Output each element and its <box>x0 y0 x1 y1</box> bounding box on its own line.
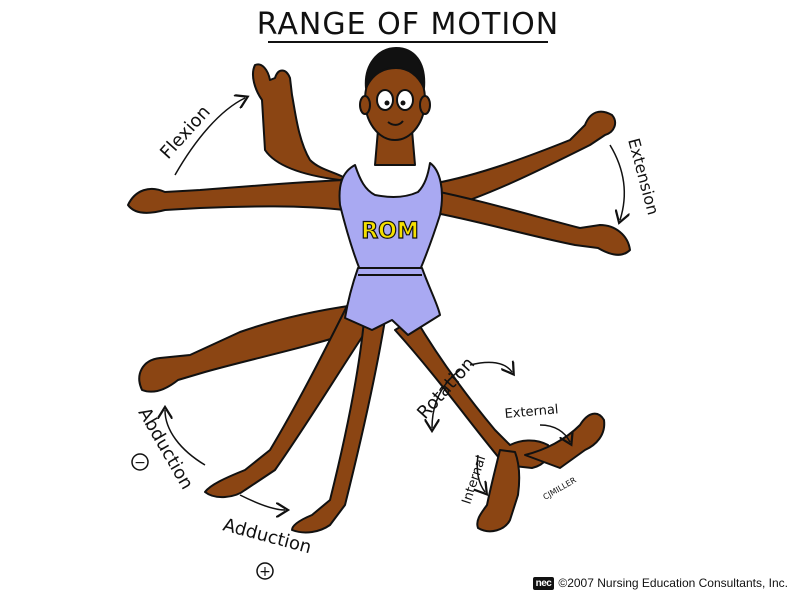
hair <box>364 47 426 89</box>
internal-arrow <box>477 454 485 492</box>
adduction-sign: + <box>259 564 271 580</box>
left-eye <box>376 89 394 111</box>
flexion-label: Flexion <box>156 102 215 164</box>
tank-top <box>338 162 443 271</box>
left-leg-adduction <box>291 309 386 534</box>
abduction-arrow <box>165 410 206 466</box>
right-foot-internal <box>476 449 521 533</box>
left-pupil <box>384 100 390 106</box>
adduction-arrow <box>239 494 285 510</box>
external-arrow <box>539 424 570 442</box>
shorts <box>344 267 441 336</box>
rotation-arrow-right <box>469 362 512 372</box>
internal-label: Internal <box>460 454 490 506</box>
left-arm-raised <box>252 63 346 181</box>
abduction-sign-circle <box>131 453 149 471</box>
right-arm-raised <box>424 110 617 211</box>
extension-arrow <box>609 144 624 220</box>
left-leg-abduction <box>138 304 361 393</box>
right-pupil <box>400 100 406 106</box>
mouth <box>387 120 404 126</box>
figure <box>127 47 631 534</box>
left-leg-neutral <box>204 299 371 498</box>
right-arm-lower <box>429 189 631 256</box>
left-ear <box>359 95 371 115</box>
footer: nec ©2007 Nursing Education Consultants,… <box>532 576 788 590</box>
extension-label: Extension <box>624 136 663 217</box>
left-arm-horizontal <box>127 179 346 214</box>
external-label: External <box>504 402 559 422</box>
nec-logo: nec <box>532 576 555 590</box>
page-title: RANGE OF MOTION <box>257 7 559 42</box>
right-eye <box>396 89 414 111</box>
abduction-sign: − <box>134 455 146 471</box>
copyright-text: ©2007 Nursing Education Consultants, Inc… <box>558 576 788 590</box>
flexion-arrow <box>174 98 245 176</box>
right-ear <box>419 95 431 115</box>
rotation-arrow-left <box>432 369 461 428</box>
right-leg <box>394 317 551 469</box>
adduction-sign-circle <box>256 562 274 580</box>
shirt-text: ROM <box>361 219 419 244</box>
artist-signature: CJMILLER <box>542 475 579 501</box>
motion-arrows <box>165 98 624 510</box>
